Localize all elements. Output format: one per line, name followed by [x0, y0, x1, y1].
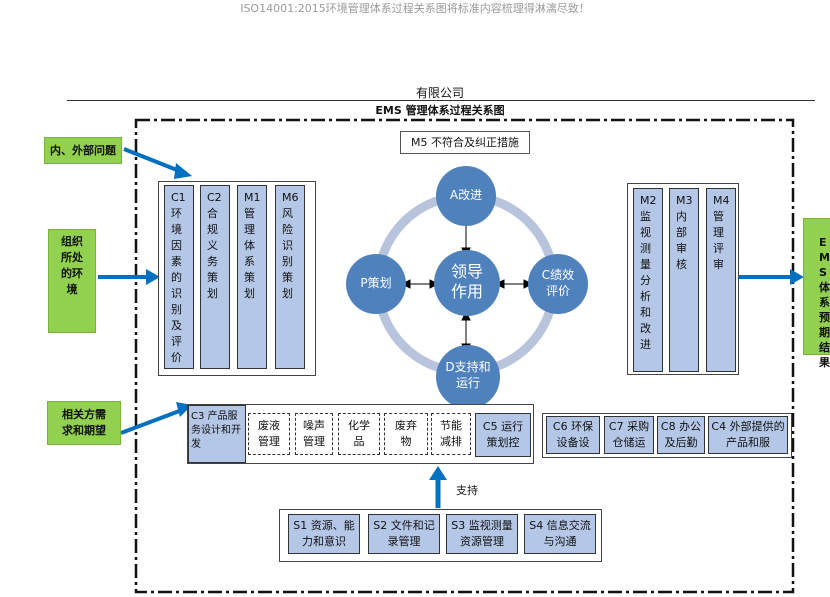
- box-s3: S3 监视测量资源管理: [446, 514, 518, 554]
- box-waste-liquid: 废液管理: [248, 413, 290, 455]
- box-m6: M6 风险识别策划: [275, 185, 305, 369]
- box-energy-saving: 节能减排: [431, 413, 471, 455]
- box-c1-text: 环境因素的识别及评价: [171, 207, 182, 364]
- box-c3: C3 产品服务设计和开发: [188, 405, 246, 463]
- box-m4-code: M4: [713, 194, 730, 207]
- box-s1-text: S1 资源、能力和意识: [293, 519, 355, 548]
- m5-corrective-action-box: M5 不符合及纠正措施: [400, 131, 530, 154]
- pdca-leadership-circle: 领导作用: [434, 250, 500, 316]
- output-expected-results-text: EMS 体系预期结果: [819, 236, 830, 369]
- pdca-leadership-text: 领导作用: [450, 262, 483, 301]
- box-m3: M3 内部审核: [669, 188, 699, 372]
- box-m1-code: M1: [244, 191, 261, 204]
- input-context: 组织所处的环境: [48, 229, 96, 333]
- box-m3-text: 内部审核: [676, 210, 687, 271]
- pdca-do-text: D支持和运行: [445, 360, 491, 390]
- pdca-check-text: C绩效评价: [541, 268, 575, 298]
- input-issues: 内、外部问题: [44, 137, 122, 164]
- box-chemicals-text: 化学品: [348, 419, 370, 448]
- box-waste: 废弃物: [384, 413, 428, 455]
- box-c4: C4 外部提供的产品和服: [708, 416, 788, 454]
- box-c7: C7 采购仓储运: [604, 416, 654, 454]
- output-expected-results: EMS 体系预期结果: [803, 218, 830, 369]
- box-c8-text: C8 办公及后勤: [660, 420, 702, 449]
- box-c2-code: C2: [207, 191, 222, 204]
- pdca-act-circle: A改进: [436, 166, 496, 226]
- box-c8: C8 办公及后勤: [657, 416, 705, 454]
- box-c1-code: C1: [171, 191, 186, 204]
- box-s2: S2 文件和记录管理: [368, 514, 440, 554]
- input-stakeholders: 相关方需求和期望: [47, 401, 121, 445]
- box-c6-text: C6 环保设备设: [552, 420, 594, 449]
- box-chemicals: 化学品: [338, 413, 380, 455]
- box-energy-saving-text: 节能减排: [440, 419, 462, 448]
- box-m1: M1 管理体系策划: [237, 185, 267, 369]
- box-waste-liquid-text: 废液管理: [258, 419, 280, 448]
- box-s4: S4 信息交流与沟通: [524, 514, 596, 554]
- box-c1: C1 环境因素的识别及评价: [164, 185, 194, 369]
- box-c2: C2 合规义务策划: [200, 185, 230, 369]
- box-c7-text: C7 采购仓储运: [608, 420, 650, 449]
- input-context-text: 组织所处的环境: [61, 235, 83, 296]
- box-m2: M2 监视测量分析和改进: [633, 188, 663, 372]
- box-m2-code: M2: [640, 194, 657, 207]
- support-label: 支持: [456, 484, 478, 497]
- pdca-check-circle: C绩效评价: [528, 254, 588, 314]
- box-noise-text: 噪声管理: [303, 419, 325, 448]
- header-divider: [67, 100, 815, 101]
- box-c2-text: 合规义务策划: [207, 207, 218, 300]
- box-m3-code: M3: [676, 194, 693, 207]
- box-m4-text: 管理评审: [713, 210, 724, 271]
- banner-title: ISO14001:2015环境管理体系过程关系图将标准内容梳理得淋漓尽致！: [240, 2, 590, 15]
- ems-boundary-frame: [134, 118, 795, 594]
- box-m4: M4 管理评审: [706, 188, 736, 372]
- pdca-do-circle: D支持和运行: [436, 345, 500, 409]
- box-waste-text: 废弃物: [395, 419, 417, 448]
- box-s1: S1 资源、能力和意识: [288, 514, 360, 554]
- box-s3-text: S3 监视测量资源管理: [451, 519, 513, 548]
- flow-arrows: [98, 147, 804, 508]
- box-c5: C5 运行策划控: [475, 413, 531, 457]
- input-stakeholders-text: 相关方需求和期望: [62, 408, 106, 437]
- box-s4-text: S4 信息交流与沟通: [529, 519, 591, 548]
- box-noise: 噪声管理: [295, 413, 333, 455]
- box-s2-text: S2 文件和记录管理: [373, 519, 435, 548]
- box-c5-text: C5 运行策划控: [482, 420, 524, 449]
- box-m6-code: M6: [282, 191, 299, 204]
- box-c4-text: C4 外部提供的产品和服: [711, 420, 785, 449]
- diagram-title: EMS 管理体系过程关系图: [375, 104, 505, 117]
- box-m2-text: 监视测量分析和改进: [640, 210, 651, 351]
- company-name: 有限公司: [415, 86, 464, 100]
- box-c6: C6 环保设备设: [546, 416, 600, 454]
- box-m6-text: 风险识别策划: [282, 207, 293, 300]
- pdca-plan-circle: P策划: [346, 254, 406, 314]
- box-m1-text: 管理体系策划: [244, 207, 255, 300]
